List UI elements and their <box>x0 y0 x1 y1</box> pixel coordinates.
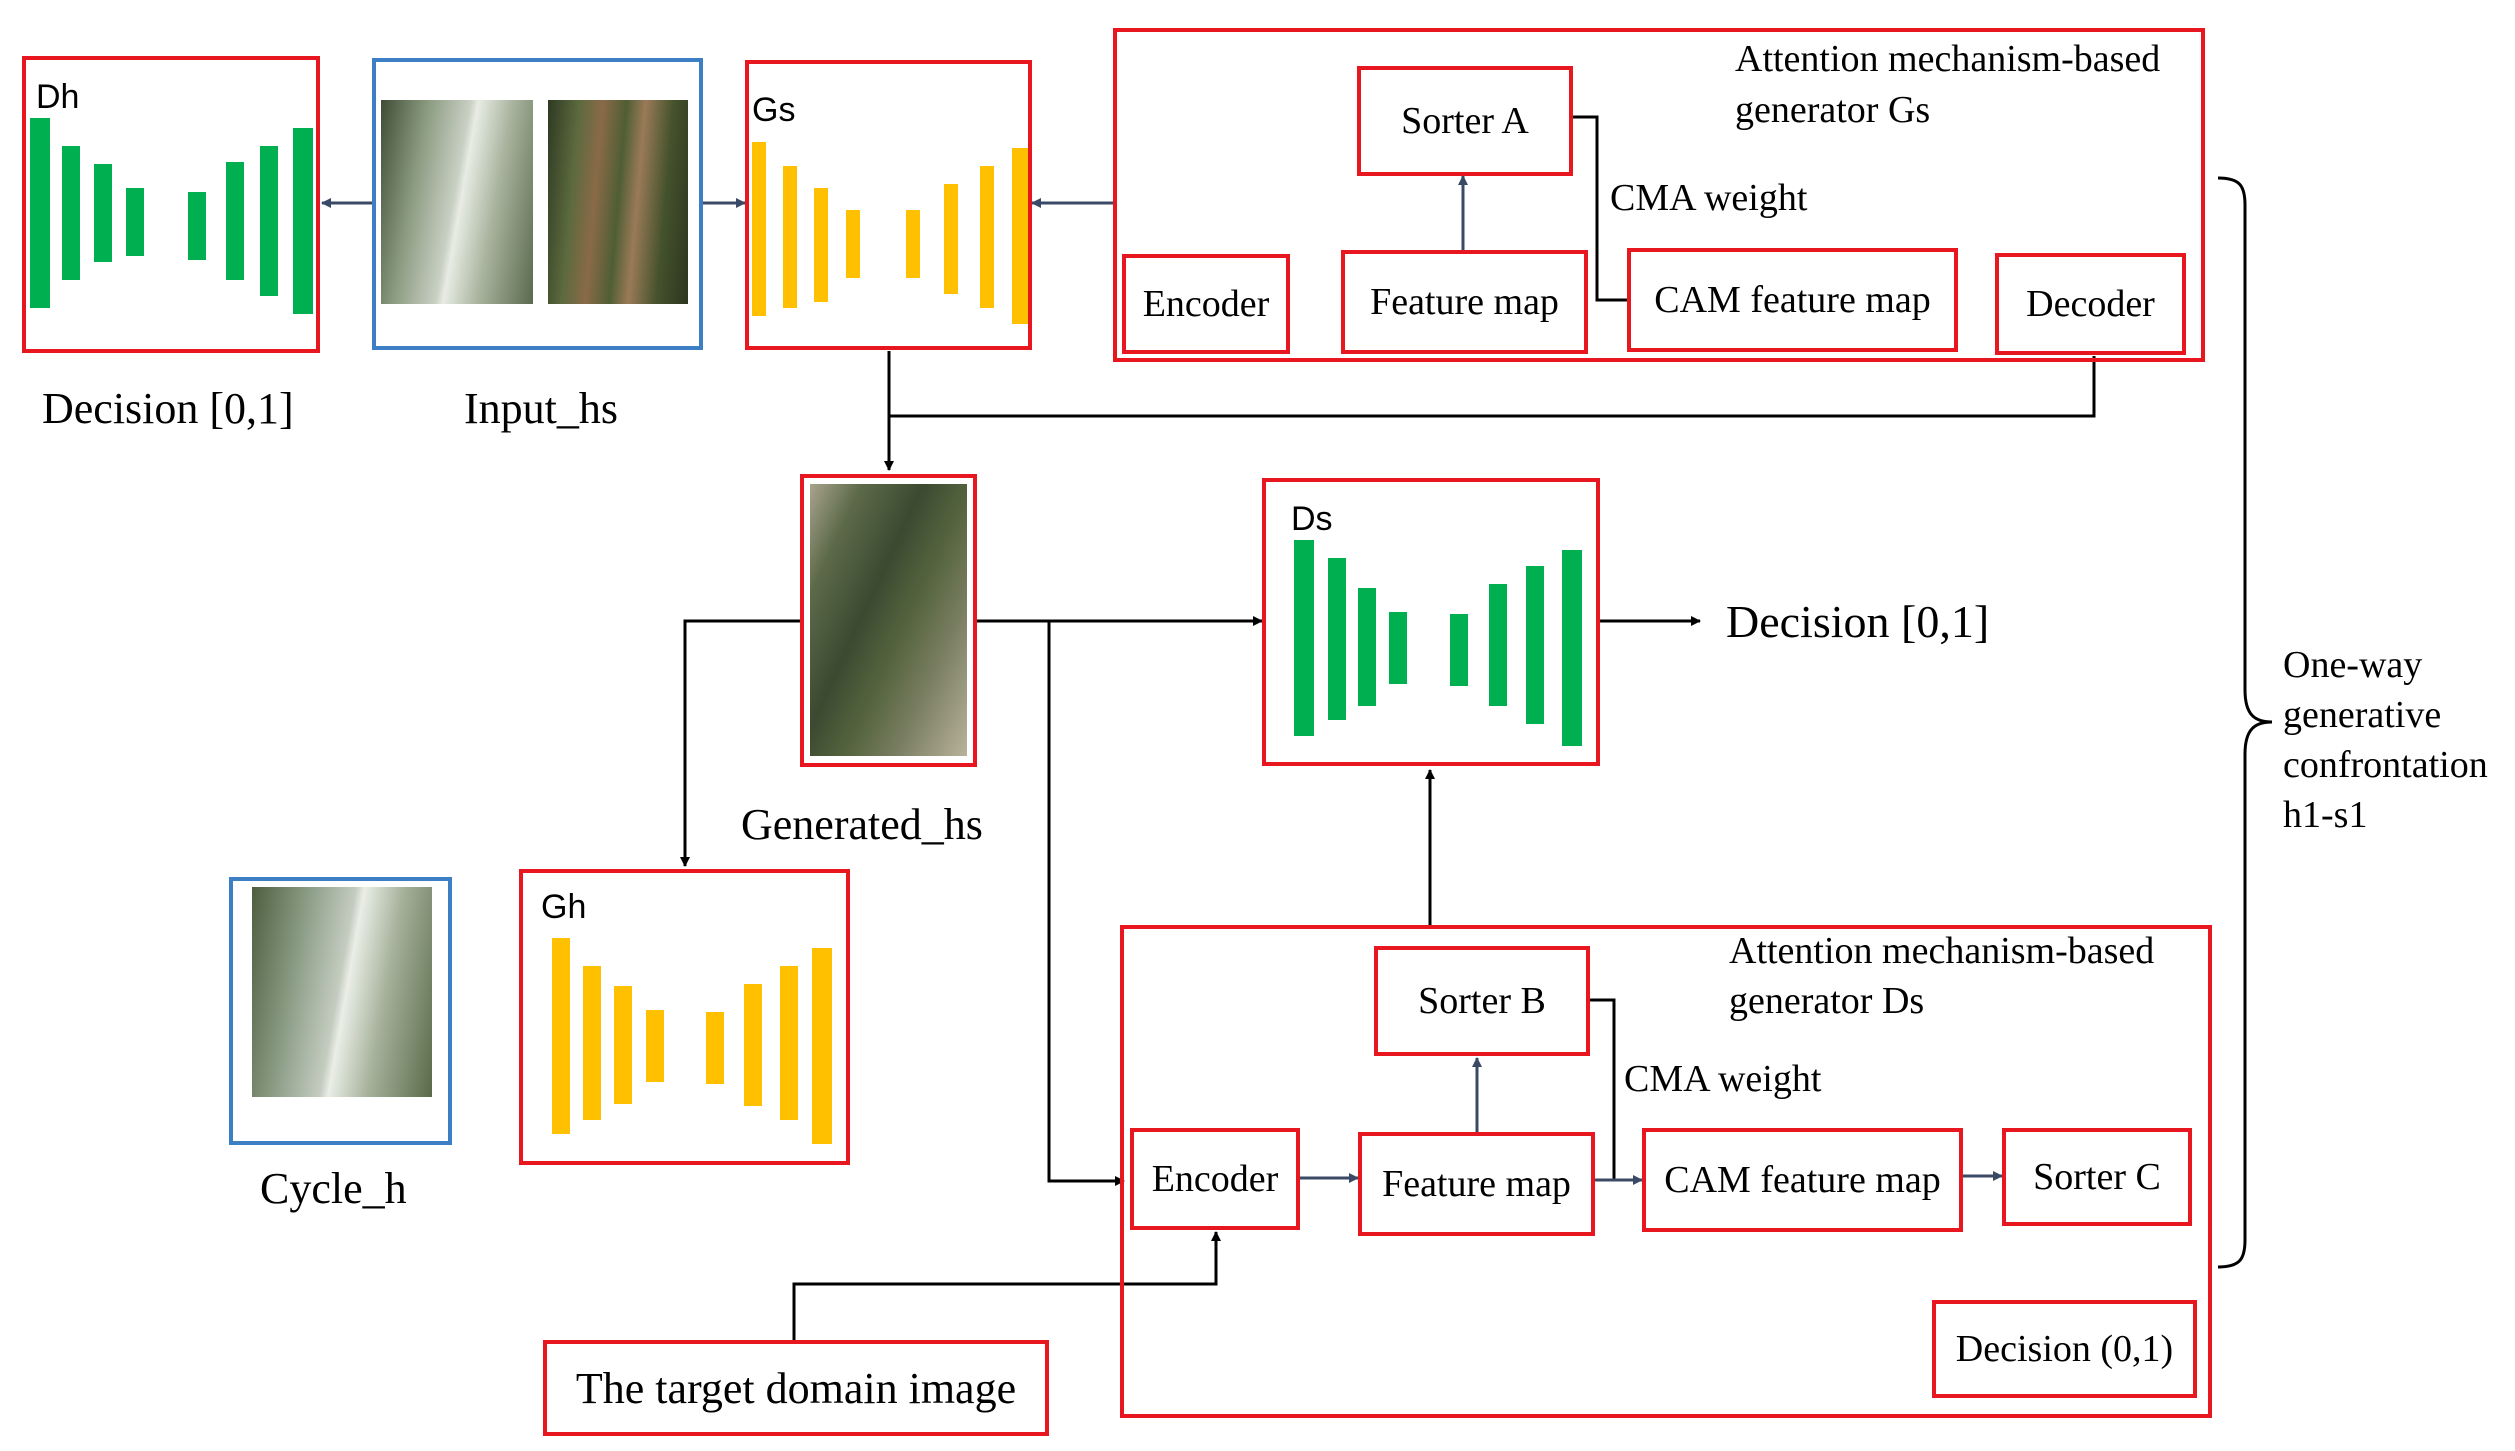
ds-label: Ds <box>1291 500 1333 538</box>
dh-bar-1 <box>30 118 50 308</box>
gs-decoder-box: Decoder <box>1995 253 2186 355</box>
generated-leaf-image <box>810 484 967 756</box>
ds-encoder-box: Encoder <box>1130 1128 1300 1230</box>
ds-bar-6 <box>1489 584 1507 706</box>
generator-gs-title-2: generator Gs <box>1735 89 1931 131</box>
dh-discriminator-box <box>22 56 320 353</box>
gs-bar-4 <box>846 210 860 278</box>
gs-feature-map-box: Feature map <box>1341 250 1588 354</box>
dh-bar-3 <box>94 164 112 262</box>
generator-ds-title-1: Attention mechanism-based <box>1729 930 2155 972</box>
ds-bar-8 <box>1562 550 1582 746</box>
gh-bar-7 <box>780 966 798 1120</box>
dh-bar-6 <box>226 162 244 280</box>
ds-decision-box: Decision (0,1) <box>1932 1300 2197 1398</box>
target-domain-image-box: The target domain image <box>543 1340 1049 1436</box>
brace-label-line-4: h1-s1 <box>2283 794 2368 836</box>
dh-bar-7 <box>260 146 278 296</box>
arrow-branch-to-encoder <box>1047 621 1125 1186</box>
input-leaf-image-1 <box>381 100 533 304</box>
gs-bar-8 <box>1012 148 1028 324</box>
ds-feature-map-box: Feature map <box>1358 1132 1595 1236</box>
gs-encoder-box: Encoder <box>1122 254 1290 354</box>
generator-gs-panel <box>1113 28 2205 362</box>
sorter-b-box: Sorter B <box>1374 946 1590 1056</box>
ds-bar-5 <box>1450 614 1468 686</box>
decision-left-label: Decision [0,1] <box>42 384 294 433</box>
line-decoder-feedback <box>889 356 2096 418</box>
gs-bar-1 <box>752 142 766 316</box>
arrow-target-to-encoder <box>792 1231 1221 1342</box>
brace-label-line-2: generative <box>2283 694 2442 736</box>
ds-bar-4 <box>1389 612 1407 684</box>
input-leaf-image-2 <box>548 100 688 304</box>
gh-bar-1 <box>552 938 570 1134</box>
cycle-h-label: Cycle_h <box>260 1164 407 1213</box>
dh-bar-4 <box>126 188 144 256</box>
decision-right-label: Decision [0,1] <box>1726 596 1990 647</box>
brace-label-line-1: One-way <box>2283 644 2423 686</box>
dh-bar-8 <box>293 128 313 314</box>
dh-bar-2 <box>62 146 80 280</box>
ds-bar-1 <box>1294 540 1314 736</box>
gh-bar-3 <box>614 986 632 1104</box>
ds-bar-7 <box>1526 566 1544 724</box>
generator-ds-title-2: generator Ds <box>1729 980 1925 1022</box>
gs-cma-weight-label: CMA weight <box>1610 177 1808 219</box>
generator-gs-title-1: Attention mechanism-based <box>1735 38 2161 80</box>
ds-bar-2 <box>1328 558 1346 720</box>
arrow-generated-to-gh <box>680 619 800 867</box>
gh-bar-8 <box>812 948 832 1144</box>
line-sorter-b-cma <box>1590 998 1616 1180</box>
input-hs-label: Input_hs <box>464 384 618 433</box>
gs-label: Gs <box>752 91 796 129</box>
gh-bar-2 <box>583 966 601 1120</box>
sorter-c-box: Sorter C <box>2002 1128 2192 1226</box>
ds-discriminator-box <box>1262 478 1600 766</box>
ds-cma-weight-label: CMA weight <box>1624 1058 1822 1100</box>
gs-bar-3 <box>814 188 828 302</box>
cycle-leaf-image <box>252 887 432 1097</box>
generator-ds-panel <box>1120 925 2212 1418</box>
generated-hs-box <box>800 474 977 767</box>
gs-bar-5 <box>906 210 920 278</box>
gs-cam-feature-map-box: CAM feature map <box>1627 248 1958 352</box>
gh-generator-box <box>519 869 850 1165</box>
gh-label: Gh <box>541 888 587 926</box>
line-sorter-a-cma <box>1572 115 1627 302</box>
gs-bar-6 <box>944 184 958 294</box>
gs-bar-7 <box>980 166 994 308</box>
dh-label: Dh <box>36 78 80 116</box>
gs-generator-box <box>745 60 1032 350</box>
brace-label-line-3: confrontation <box>2283 744 2488 786</box>
ds-cam-feature-map-box: CAM feature map <box>1642 1128 1963 1232</box>
gs-bar-2 <box>783 166 797 308</box>
gh-bar-4 <box>646 1010 664 1082</box>
gh-bar-6 <box>744 984 762 1106</box>
dh-bar-5 <box>188 192 206 260</box>
sorter-a-box: Sorter A <box>1357 66 1573 176</box>
ds-bar-3 <box>1358 588 1376 706</box>
gh-bar-5 <box>706 1012 724 1084</box>
right-brace <box>2217 176 2273 1269</box>
generated-hs-label: Generated_hs <box>741 800 983 849</box>
